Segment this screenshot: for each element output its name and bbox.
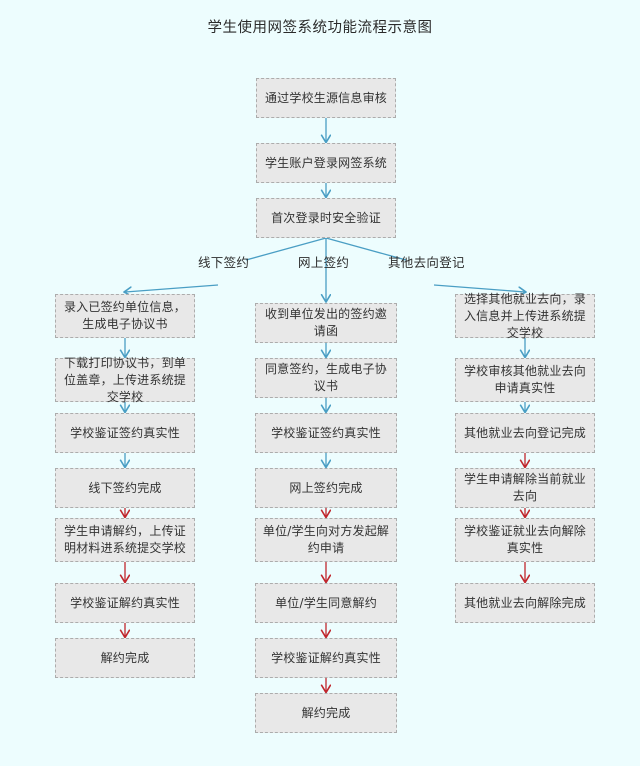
- node-online-signing-0: 收到单位发出的签约邀请函: [255, 303, 397, 343]
- node-label: 首次登录时安全验证: [271, 210, 381, 225]
- node-label: 学生申请解约，上传证明材料进系统提交学校: [63, 524, 186, 555]
- node-other-destination-4: 学校鉴证就业去向解除真实性: [455, 518, 595, 562]
- node-online-signing-6: 学校鉴证解约真实性: [255, 638, 397, 678]
- node-label: 解约完成: [301, 705, 351, 720]
- trunk-node-1: 学生账户登录网签系统: [256, 143, 396, 183]
- trunk-node-2: 首次登录时安全验证: [256, 198, 396, 238]
- node-offline-signing-5: 学校鉴证解约真实性: [55, 583, 195, 623]
- branch-label-2: 其他去向登记: [388, 255, 465, 270]
- node-other-destination-0: 选择其他就业去向，录入信息并上传进系统提交学校: [455, 292, 595, 340]
- node-offline-signing-6: 解约完成: [55, 638, 195, 678]
- node-label: 网上签约完成: [289, 480, 363, 495]
- node-label: 学校鉴证解约真实性: [70, 595, 180, 610]
- node-offline-signing-4: 学生申请解约，上传证明材料进系统提交学校: [55, 518, 195, 562]
- node-online-signing-7: 解约完成: [255, 693, 397, 733]
- node-online-signing-3: 网上签约完成: [255, 468, 397, 508]
- node-other-destination-3: 学生申请解除当前就业去向: [455, 468, 595, 508]
- branch-label-1: 网上签约: [298, 255, 350, 270]
- node-label: 其他就业去向登记完成: [463, 425, 586, 440]
- node-label: 单位/学生向对方发起解约申请: [262, 524, 390, 555]
- node-other-destination-1: 学校审核其他就业去向申请真实性: [455, 358, 595, 402]
- node-label: 单位/学生同意解约: [275, 595, 377, 610]
- node-label: 解约完成: [100, 650, 150, 665]
- node-label: 同意签约，生成电子协议书: [264, 362, 387, 393]
- node-other-destination-5: 其他就业去向解除完成: [455, 583, 595, 623]
- branch-label-0: 线下签约: [198, 255, 250, 270]
- node-label: 学生申请解除当前就业去向: [463, 472, 586, 503]
- node-label: 通过学校生源信息审核: [264, 90, 387, 105]
- node-label: 学校鉴证解约真实性: [271, 650, 381, 665]
- node-offline-signing-3: 线下签约完成: [55, 468, 195, 508]
- node-label: 选择其他就业去向，录入信息并上传进系统提交学校: [463, 291, 586, 340]
- node-label: 学校鉴证签约真实性: [271, 425, 381, 440]
- node-online-signing-5: 单位/学生同意解约: [255, 583, 397, 623]
- node-label: 录入已签约单位信息，生成电子协议书: [63, 300, 186, 331]
- node-label: 学校鉴证就业去向解除真实性: [463, 524, 586, 555]
- node-label: 线下签约完成: [88, 480, 162, 495]
- node-online-signing-4: 单位/学生向对方发起解约申请: [255, 518, 397, 562]
- node-online-signing-1: 同意签约，生成电子协议书: [255, 358, 397, 398]
- node-label: 学校审核其他就业去向申请真实性: [463, 364, 586, 395]
- trunk-node-0: 通过学校生源信息审核: [256, 78, 396, 118]
- node-label: 收到单位发出的签约邀请函: [264, 307, 387, 338]
- node-label: 其他就业去向解除完成: [463, 595, 586, 610]
- node-online-signing-2: 学校鉴证签约真实性: [255, 413, 397, 453]
- node-offline-signing-0: 录入已签约单位信息，生成电子协议书: [55, 294, 195, 338]
- node-offline-signing-2: 学校鉴证签约真实性: [55, 413, 195, 453]
- node-other-destination-2: 其他就业去向登记完成: [455, 413, 595, 453]
- page-title: 学生使用网签系统功能流程示意图: [207, 20, 433, 36]
- node-label: 学校鉴证签约真实性: [70, 425, 180, 440]
- node-label: 学生账户登录网签系统: [264, 155, 387, 170]
- node-label: 下载打印协议书，到单位盖章，上传进系统提交学校: [63, 355, 186, 404]
- node-offline-signing-1: 下载打印协议书，到单位盖章，上传进系统提交学校: [55, 356, 195, 404]
- fanout-arrow-offline-signing: [125, 284, 219, 292]
